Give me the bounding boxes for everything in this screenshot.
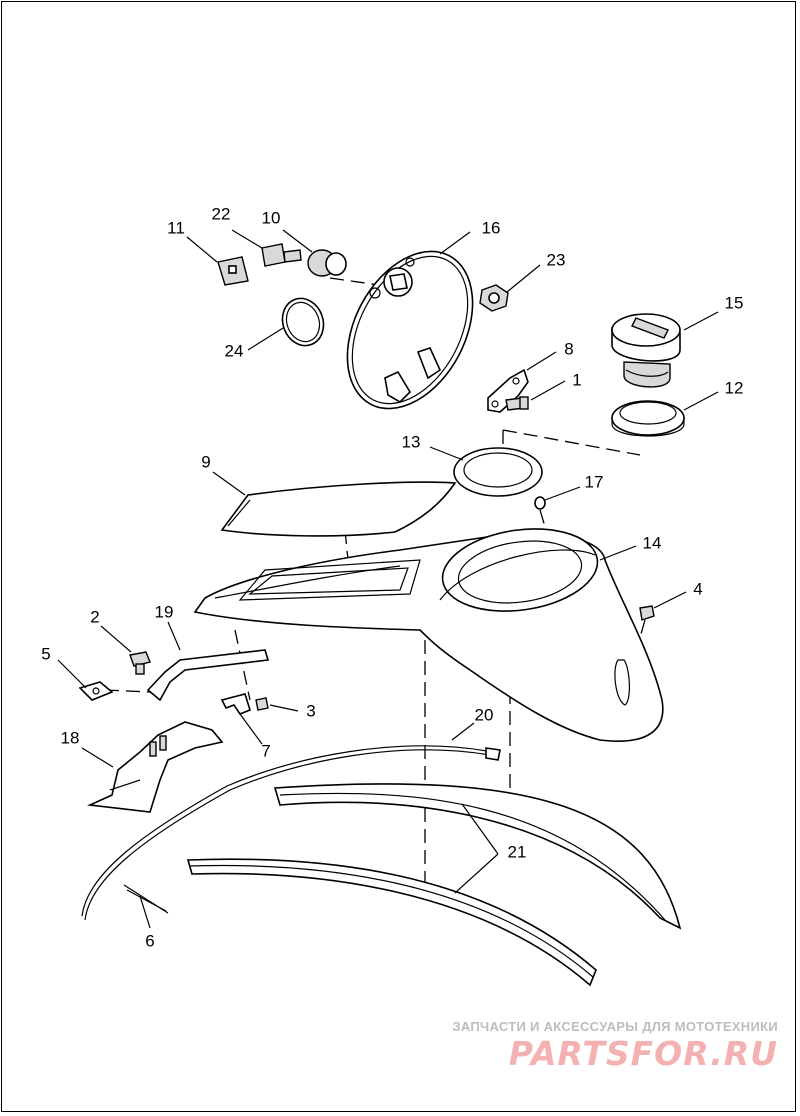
callout-23: 23 <box>547 250 566 269</box>
watermark-tagline: ЗАПЧАСТИ И АКСЕССУАРЫ ДЛЯ МОТОТЕХНИКИ <box>452 1019 778 1034</box>
part-plug <box>534 496 546 510</box>
callout-18: 18 <box>61 728 80 747</box>
callout-24: 24 <box>225 341 244 360</box>
part-screw <box>505 396 529 411</box>
callout-6: 6 <box>145 931 154 950</box>
part-console <box>193 528 664 742</box>
part-clip-nut <box>78 681 114 701</box>
callout-9: 9 <box>201 452 210 471</box>
callout-21: 21 <box>508 842 527 861</box>
part-console-bracket <box>146 649 270 702</box>
callout-8: 8 <box>564 339 573 358</box>
part-clip <box>220 693 251 715</box>
callout-16: 16 <box>482 218 501 237</box>
callout-10: 10 <box>262 208 281 227</box>
part-bolt <box>129 651 151 675</box>
part-bracket <box>487 368 529 413</box>
callout-3: 3 <box>306 701 315 720</box>
leader-lines <box>57 229 719 929</box>
callout-2: 2 <box>90 607 99 626</box>
part-trim-strips <box>186 783 682 987</box>
part-pad <box>220 481 457 537</box>
part-vent-hose <box>81 745 501 921</box>
callout-19: 19 <box>155 602 174 621</box>
watermark-logo: PARTSFOR.RU <box>508 1034 778 1073</box>
callouts: 11 22 10 16 23 15 24 8 1 12 13 9 17 14 4… <box>41 204 743 950</box>
part-cap-gasket <box>611 400 685 437</box>
part-lock-cylinder <box>307 249 347 277</box>
part-fuel-cap <box>611 313 681 388</box>
callout-12: 12 <box>725 378 744 397</box>
part-ring-gasket <box>453 447 543 497</box>
callout-17: 17 <box>585 472 604 491</box>
part-mount-bracket <box>87 721 224 813</box>
part-small-screw <box>255 697 269 711</box>
part-o-ring <box>281 297 325 347</box>
part-key <box>217 256 249 286</box>
part-nut <box>479 284 509 312</box>
part-side-screw <box>639 605 655 621</box>
part-lock-insert <box>261 243 302 267</box>
callout-4: 4 <box>693 579 702 598</box>
callout-7: 7 <box>261 741 270 760</box>
callout-14: 14 <box>643 533 662 552</box>
callout-22: 22 <box>212 204 231 223</box>
callout-20: 20 <box>475 705 494 724</box>
callout-11: 11 <box>167 218 185 237</box>
part-fuel-door <box>346 250 474 410</box>
callout-15: 15 <box>725 293 744 312</box>
callout-1: 1 <box>572 370 581 389</box>
callout-5: 5 <box>41 644 50 663</box>
part-cotter-pin <box>123 884 169 914</box>
callout-13: 13 <box>402 432 421 451</box>
